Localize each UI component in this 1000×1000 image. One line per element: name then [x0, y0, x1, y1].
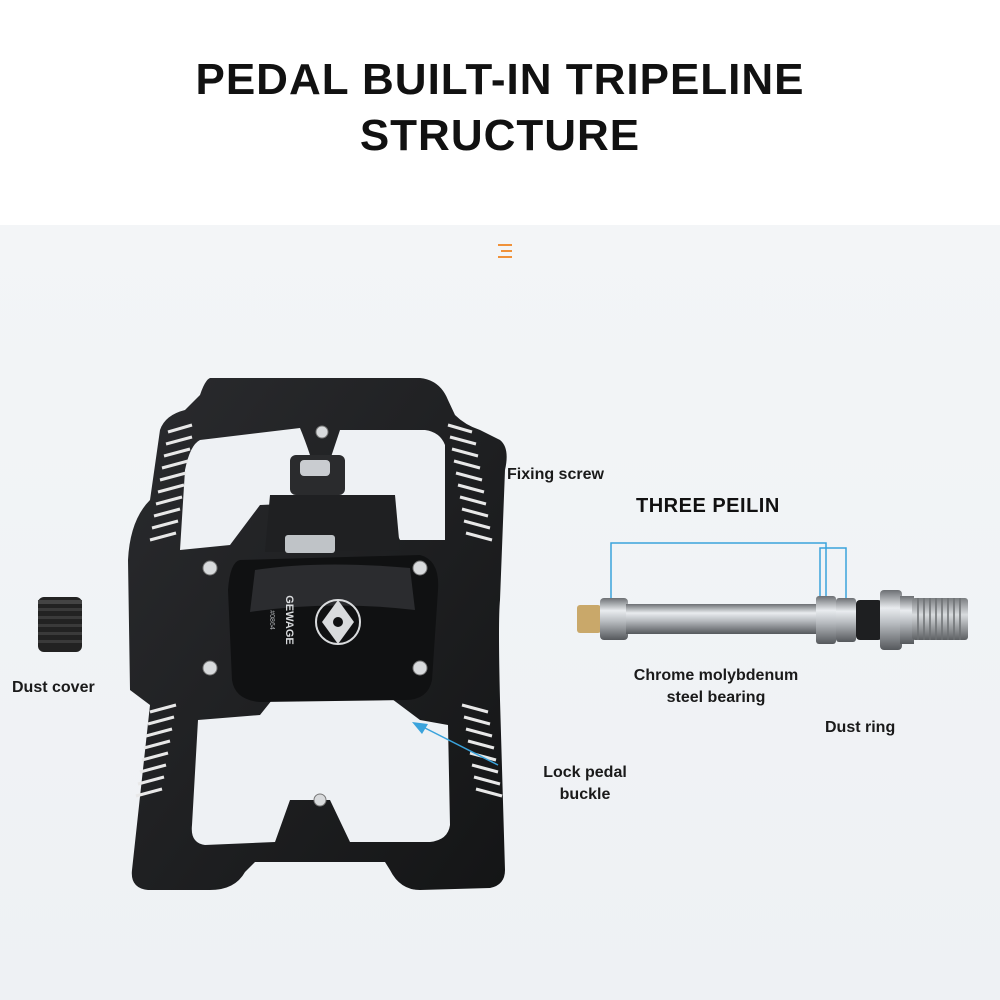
- brand-sub: #0864: [268, 610, 275, 630]
- title-line-2: STRUCTURE: [359, 111, 641, 160]
- dust-cover-label: Dust cover: [12, 679, 95, 696]
- brand-logo: GEWAGE #0864: [268, 595, 361, 645]
- brand-name: GEWAGE: [283, 595, 295, 645]
- pedal-body: GEWAGE #0864: [128, 378, 507, 890]
- pedal-axle: [577, 590, 968, 650]
- menu-icon: [498, 244, 512, 258]
- bearing-bracket: [610, 542, 847, 603]
- page-title: PEDAL BUILT-IN TRIPELINE STRUCTURE: [0, 52, 1000, 164]
- lock-pedal-label: Lock pedal buckle: [520, 762, 650, 806]
- dust-cover: [38, 597, 82, 652]
- dust-ring-label: Dust ring: [825, 719, 896, 736]
- three-peilin-label: THREE PEILIN: [636, 495, 780, 517]
- lock-pedal-line-2: buckle: [559, 786, 611, 803]
- bearing-label-line-2: steel bearing: [666, 689, 766, 706]
- arrow-icon: [412, 722, 499, 766]
- fixing-screw-label: Fixing screw: [507, 466, 604, 483]
- bearing-label: Chrome molybdenum steel bearing: [616, 665, 816, 709]
- bearing-label-line-1: Chrome molybdenum: [633, 667, 799, 684]
- lock-pedal-line-1: Lock pedal: [543, 764, 627, 781]
- title-line-1: PEDAL BUILT-IN TRIPELINE: [195, 55, 805, 104]
